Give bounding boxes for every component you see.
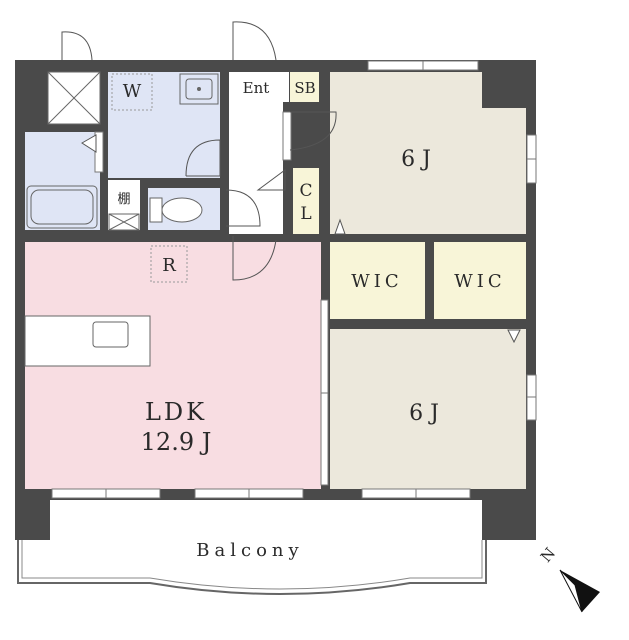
ldk-size-label: 12.9 J: [141, 428, 212, 456]
north-arrow-icon: [559, 569, 600, 613]
washer-space: [111, 73, 153, 111]
washer-label: W: [123, 81, 142, 102]
wic-right-floor: [434, 242, 526, 319]
window-mullions: [105, 61, 536, 498]
doors: [61, 21, 337, 281]
bath-floor: [25, 132, 100, 230]
wic-left-label: WIC: [351, 271, 402, 292]
ldk-label: LDK: [145, 398, 207, 426]
shoe-box-floor: [290, 72, 319, 102]
column-br: [482, 489, 536, 540]
closet-label-l: L: [300, 204, 311, 224]
shelf-box: [108, 213, 140, 231]
wic-right-label: WIC: [454, 271, 505, 292]
closet-vent-marker: [334, 218, 346, 235]
entrance-label: Ent: [243, 79, 270, 97]
kitchen-counter-icon: [24, 315, 151, 367]
closet-label-c: C: [299, 181, 312, 201]
wic-vent-marker: [507, 329, 521, 344]
bedroom-bottom-label: 6 J: [409, 401, 439, 426]
shoe-box-label: SB: [294, 79, 315, 97]
closet-floor: [293, 168, 319, 234]
wic-left-floor: [330, 242, 425, 319]
balcony-railing: [17, 540, 487, 595]
refrigerator-label: R: [162, 255, 176, 276]
shower-icon: [47, 71, 101, 125]
compass-label: N: [537, 544, 559, 566]
entrance-floor: [229, 72, 289, 102]
refrigerator-space: [150, 245, 188, 283]
column-tr: [482, 60, 536, 108]
balcony-floor: [50, 500, 482, 544]
toilet-icon: [149, 197, 203, 223]
bathtub-icon: [26, 185, 98, 229]
washroom-floor: [108, 72, 220, 178]
balcony-railing-inner: [21, 540, 483, 590]
bedroom-top-label: 6 J: [401, 147, 431, 172]
balcony-label: Balcony: [196, 540, 303, 561]
sink-icon: [179, 73, 219, 105]
bath-vent-marker: [81, 134, 97, 153]
column-bl: [15, 489, 49, 540]
bedroom-bottom-floor: [330, 329, 526, 489]
shelf-label: 棚: [117, 192, 130, 207]
